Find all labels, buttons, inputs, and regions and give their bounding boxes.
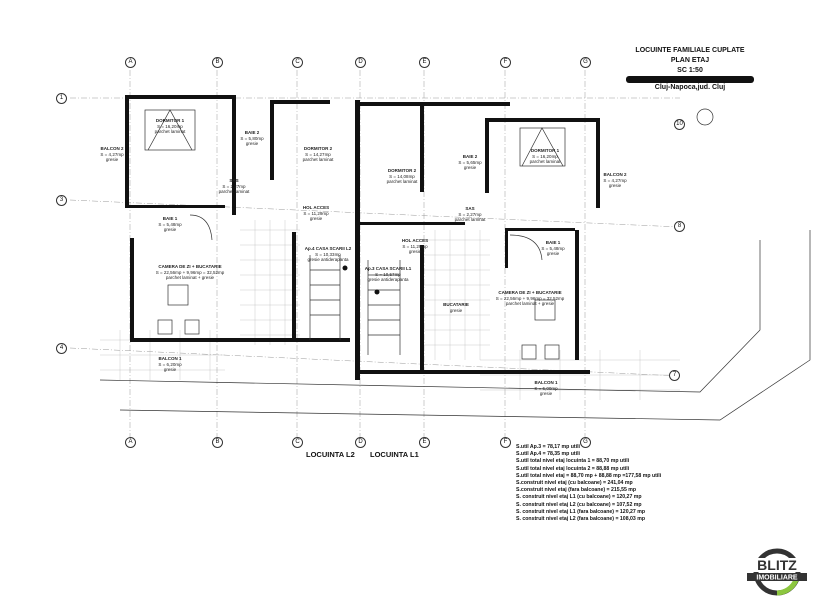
area-line: S.util total nivel etaj locuinta 2 = 88,…: [516, 465, 630, 472]
area-line: S.util total nivel etaj locuinta 1 = 88,…: [516, 458, 630, 465]
unit-label-l1: LOCUINTA L1: [370, 450, 419, 459]
blitz-imobiliare-logo: BLITZ IMOBILIARE: [746, 548, 808, 596]
redacted-address: [626, 76, 754, 83]
axis-marker: C: [292, 437, 303, 448]
axis-marker: E: [419, 437, 430, 448]
title-block: LOCUINTE FAMILIALE CUPLATE PLAN ETAJ SC …: [620, 46, 760, 93]
axis-marker: 3: [56, 195, 67, 206]
area-line: S.construit nivel etaj (cu balcoane) = 2…: [516, 480, 633, 487]
axis-marker: A: [125, 437, 136, 448]
area-line: S.construit nivel etaj (fara balcoane) =…: [516, 487, 637, 494]
unit-label-l2: LOCUINTA L2: [306, 450, 355, 459]
area-line: S. construit nivel etaj L1 (fara balcoan…: [516, 508, 646, 515]
area-line: S.util total nivel etaj = 88,70 mp + 88,…: [516, 472, 662, 479]
axis-marker: D: [355, 57, 366, 68]
axis-marker: 10: [674, 119, 685, 130]
axis-marker: E: [419, 57, 430, 68]
axis-marker: B: [212, 57, 223, 68]
axis-marker: B: [212, 437, 223, 448]
area-summary: S.util Ap.3 = 78,17 mp utili S.util Ap.4…: [516, 444, 661, 523]
axis-marker: G: [580, 437, 591, 448]
axis-marker: F: [500, 437, 511, 448]
axis-marker: 4: [56, 343, 67, 354]
area-line: S.util Ap.4 = 78,35 mp utili: [516, 451, 580, 458]
drawing-title: PLAN ETAJ: [670, 57, 710, 64]
area-line: S. construit nivel etaj L1 (cu balcoane)…: [516, 494, 642, 501]
axis-marker: A: [125, 57, 136, 68]
axis-marker: 8: [674, 221, 685, 232]
axis-marker: G: [580, 57, 591, 68]
drawing-location: Cluj-Napoca,jud. Cluj: [654, 84, 726, 91]
axis-marker: 1: [56, 93, 67, 104]
axis-marker: C: [292, 57, 303, 68]
area-line: S. construit nivel etaj L2 (fara balcoan…: [516, 516, 646, 523]
svg-text:IMOBILIARE: IMOBILIARE: [756, 575, 798, 582]
area-line: S.util Ap.3 = 78,17 mp utili: [516, 444, 580, 450]
drawing-scale: SC 1:50: [677, 67, 703, 74]
project-title: LOCUINTE FAMILIALE CUPLATE: [635, 47, 745, 54]
svg-text:BLITZ: BLITZ: [757, 557, 797, 573]
axis-marker: D: [355, 437, 366, 448]
area-line: S. construit nivel etaj L2 (cu balcoane)…: [516, 501, 642, 508]
axis-marker: F: [500, 57, 511, 68]
axis-marker: 7: [669, 370, 680, 381]
